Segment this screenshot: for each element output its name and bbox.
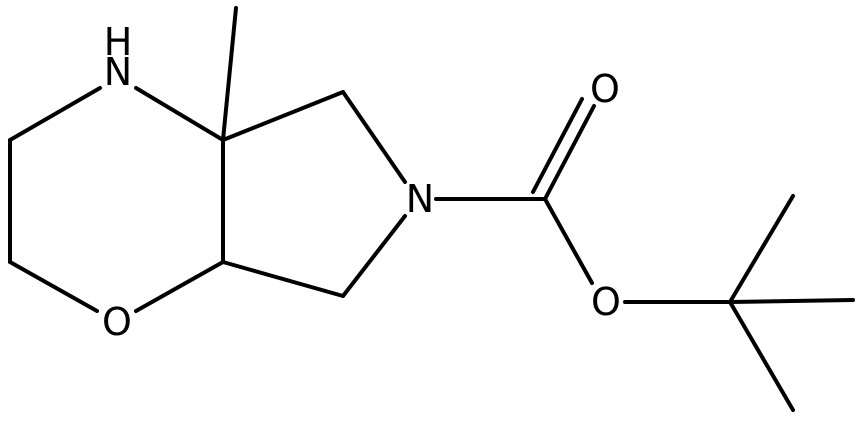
atom-label-carbonyl-oxygen: O [590, 67, 620, 111]
bond-ch2-to-ring-o [8, 260, 99, 313]
bond-nh-to-ch2-upper [8, 86, 102, 142]
bond-ch2-to-amide-n [341, 90, 407, 184]
bond-methyl [221, 6, 238, 142]
bond-amide-n-to-ch2 [341, 214, 407, 298]
atom-label-ring-oxygen: O [102, 300, 132, 344]
bond-ch2-to-ch [221, 260, 345, 298]
bond-tbu-methyl-down [728, 300, 795, 412]
bond-tbu-methyl-right [728, 298, 855, 304]
atom-label-nh-hydrogen: H [104, 20, 133, 64]
atom-label-nh-nitrogen: N [104, 50, 132, 94]
bond-quaternary-c-to-nh [134, 86, 225, 142]
bond-carbonyl-double-1 [543, 104, 596, 201]
bond-carbonyl-double-2 [531, 97, 584, 194]
atom-label-ester-oxygen: O [591, 280, 621, 324]
bond-tbu-methyl-up [728, 194, 795, 304]
bond-ring-o-to-ch [134, 260, 225, 313]
bond-carbonyl-c-to-ester-o [543, 197, 594, 285]
bond-quaternary-c-to-ch2 [221, 90, 345, 142]
atom-label-amide-nitrogen: N [406, 177, 434, 221]
